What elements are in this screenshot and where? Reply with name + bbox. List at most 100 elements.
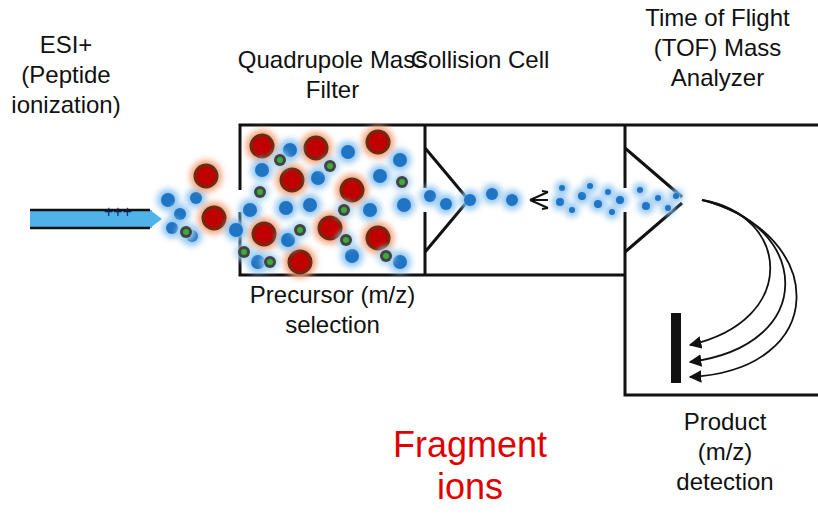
ion xyxy=(380,250,392,262)
ion xyxy=(261,253,279,271)
stage-title: Collision Cell xyxy=(360,45,600,75)
ion xyxy=(327,163,333,169)
ion xyxy=(275,197,297,219)
fragmentation-mark xyxy=(530,191,548,209)
ion xyxy=(225,219,247,241)
tof-mass-analyzer: Time of Flight (TOF) Mass AnalyzerProduc… xyxy=(625,125,818,395)
stage-title: Quadrupole Mass Filter xyxy=(230,45,435,105)
ion xyxy=(345,249,359,263)
ion xyxy=(486,188,498,200)
ion xyxy=(506,194,518,206)
quadrupole-mass-filter: Quadrupole Mass FilterPrecursor (m/z) se… xyxy=(240,125,425,275)
ion xyxy=(502,190,522,210)
ion xyxy=(569,207,575,213)
ion xyxy=(177,223,195,241)
ion xyxy=(594,200,602,208)
ion xyxy=(338,204,350,216)
ion xyxy=(319,217,341,239)
ion xyxy=(605,189,611,195)
ion xyxy=(291,221,309,239)
ion xyxy=(255,163,269,177)
ion xyxy=(281,169,303,191)
ion xyxy=(661,201,675,215)
ion xyxy=(183,229,189,235)
ion xyxy=(460,190,480,210)
ion xyxy=(257,189,263,195)
instrument-walls xyxy=(240,125,818,395)
stage-title: Time of Flight (TOF) Mass Analyzer xyxy=(630,3,805,93)
ion xyxy=(174,208,186,220)
ion xyxy=(651,191,665,205)
ion xyxy=(556,198,564,206)
ion xyxy=(335,201,353,219)
ion xyxy=(383,253,389,259)
ion xyxy=(673,193,679,199)
ion xyxy=(235,243,253,261)
ion xyxy=(264,256,276,268)
collision-cell: Collision Cell xyxy=(425,125,625,275)
ion xyxy=(274,154,286,166)
ion xyxy=(609,209,615,215)
ion xyxy=(251,183,269,201)
detector-plate xyxy=(671,313,681,383)
ion xyxy=(190,192,202,204)
ion xyxy=(297,227,303,233)
ion xyxy=(559,185,565,191)
ion-source-label: ESI+ (Peptide ionization) xyxy=(2,30,130,120)
ion xyxy=(243,203,257,217)
ion xyxy=(612,192,628,208)
ion xyxy=(294,224,306,236)
ion xyxy=(190,160,222,192)
ion xyxy=(642,202,650,210)
ion xyxy=(367,131,389,153)
ion xyxy=(180,226,192,238)
ion xyxy=(253,223,275,245)
ion-trajectories xyxy=(690,200,797,377)
ion xyxy=(578,192,586,200)
ion xyxy=(377,247,395,265)
fragment-ions-label: Fragment ions xyxy=(372,424,568,509)
ion xyxy=(299,194,321,216)
ion xyxy=(337,231,355,249)
ion xyxy=(340,234,352,246)
stage-function: Product (m/z) detection xyxy=(665,407,785,497)
ion xyxy=(238,246,250,258)
ion xyxy=(393,153,407,167)
ion-particles xyxy=(157,126,683,278)
ion xyxy=(336,174,368,206)
ion xyxy=(393,173,411,191)
ion xyxy=(389,149,411,171)
ion xyxy=(393,255,407,269)
ion xyxy=(239,199,261,221)
ion xyxy=(161,193,175,207)
ion xyxy=(303,198,317,212)
ion xyxy=(341,179,363,201)
ion xyxy=(241,249,247,255)
ion xyxy=(341,207,347,213)
ion xyxy=(321,157,339,175)
ion xyxy=(362,126,394,158)
ion xyxy=(251,135,273,157)
ion xyxy=(367,227,389,249)
ion xyxy=(305,137,327,159)
ion xyxy=(565,203,579,217)
ion xyxy=(583,179,597,193)
ion xyxy=(254,186,266,198)
ion xyxy=(359,199,381,221)
ion xyxy=(665,205,671,211)
ion xyxy=(203,207,225,229)
charge-mark: +++ xyxy=(96,204,140,220)
ion xyxy=(343,237,349,243)
ion xyxy=(337,141,359,163)
ion xyxy=(399,179,405,185)
ion xyxy=(248,218,280,250)
ion xyxy=(166,222,178,234)
ion xyxy=(341,145,355,159)
esi-needle xyxy=(30,210,162,228)
ion xyxy=(669,189,683,203)
ion xyxy=(311,171,325,185)
ion xyxy=(587,183,593,189)
ion xyxy=(393,194,415,216)
ion xyxy=(637,187,643,193)
ion xyxy=(289,251,311,273)
